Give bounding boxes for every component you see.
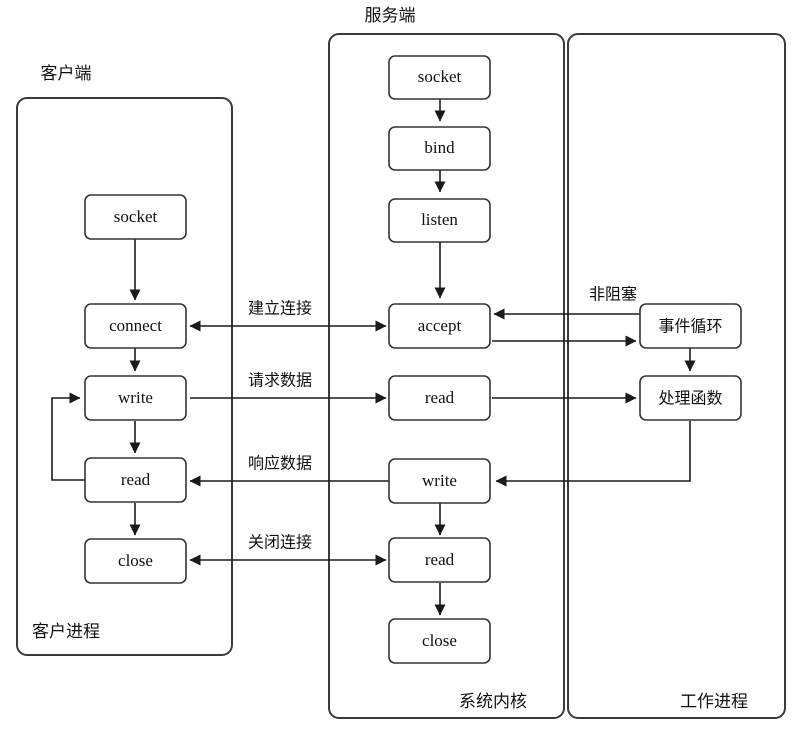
edge-worker-handler-to-server-write	[495, 421, 691, 487]
node-server-socket-box	[388, 55, 491, 100]
edge-label-establish-connection: 建立连接	[248, 299, 312, 318]
node-worker-event-loop-box	[639, 303, 742, 349]
node-server-write[interactable]: write	[388, 458, 491, 504]
node-server-close-box	[388, 618, 491, 664]
node-server-accept-box	[388, 303, 491, 349]
node-client-write-label: write	[118, 388, 153, 407]
worker-process-footer-label: 工作进程	[680, 692, 748, 712]
node-client-read[interactable]: read	[84, 457, 187, 503]
node-server-accept[interactable]: accept	[388, 303, 491, 349]
node-client-socket-box	[84, 194, 187, 240]
edge-label-nonblocking: 非阻塞	[589, 285, 637, 304]
client-process-footer-label: 客户进程	[32, 622, 100, 642]
edge-label-close-connection: 关闭连接	[248, 533, 312, 552]
node-server-read-request-label: read	[425, 388, 455, 407]
node-client-close-label: close	[118, 551, 153, 570]
node-client-connect-box	[84, 303, 187, 349]
node-client-socket-label: socket	[114, 207, 158, 226]
node-server-write-box	[388, 458, 491, 504]
node-server-write-label: write	[422, 471, 457, 490]
node-server-listen-box	[388, 198, 491, 243]
node-server-listen[interactable]: listen	[388, 198, 491, 243]
node-worker-handler-box	[639, 375, 742, 421]
edge-label-response-data: 响应数据	[248, 454, 312, 473]
node-client-connect-label: connect	[109, 316, 162, 335]
node-server-read-request[interactable]: read	[388, 375, 491, 421]
node-worker-handler[interactable]: 处理函数	[639, 375, 742, 421]
node-client-write-box	[84, 375, 187, 421]
node-server-socket[interactable]: socket	[388, 55, 491, 100]
node-client-read-label: read	[121, 470, 151, 489]
node-server-bind-box	[388, 126, 491, 171]
node-server-read-close-box	[388, 537, 491, 583]
node-client-socket[interactable]: socket	[84, 194, 187, 240]
node-server-socket-label: socket	[418, 67, 462, 86]
node-server-bind-label: bind	[424, 138, 455, 157]
node-server-read-request-box	[388, 375, 491, 421]
node-client-connect[interactable]: connect	[84, 303, 187, 349]
node-worker-event-loop-label: 事件循环	[658, 317, 722, 336]
client-group-title: 客户端	[41, 64, 92, 84]
edge-client-read-loop-to-write	[51, 392, 85, 481]
node-server-close[interactable]: close	[388, 618, 491, 664]
node-worker-handler-label: 处理函数	[658, 389, 722, 408]
node-server-read-close-label: read	[425, 550, 455, 569]
node-client-write[interactable]: write	[84, 375, 187, 421]
system-kernel-footer-label: 系统内核	[459, 692, 527, 712]
node-client-close[interactable]: close	[84, 538, 187, 584]
server-group-title: 服务端	[365, 6, 416, 26]
node-worker-event-loop[interactable]: 事件循环	[639, 303, 742, 349]
node-server-bind[interactable]: bind	[388, 126, 491, 171]
node-server-listen-label: listen	[421, 210, 458, 229]
node-server-close-label: close	[422, 631, 457, 650]
node-server-read-close[interactable]: read	[388, 537, 491, 583]
node-client-read-box	[84, 457, 187, 503]
node-client-close-box	[84, 538, 187, 584]
node-server-accept-label: accept	[418, 316, 462, 335]
edge-label-request-data: 请求数据	[248, 371, 312, 390]
